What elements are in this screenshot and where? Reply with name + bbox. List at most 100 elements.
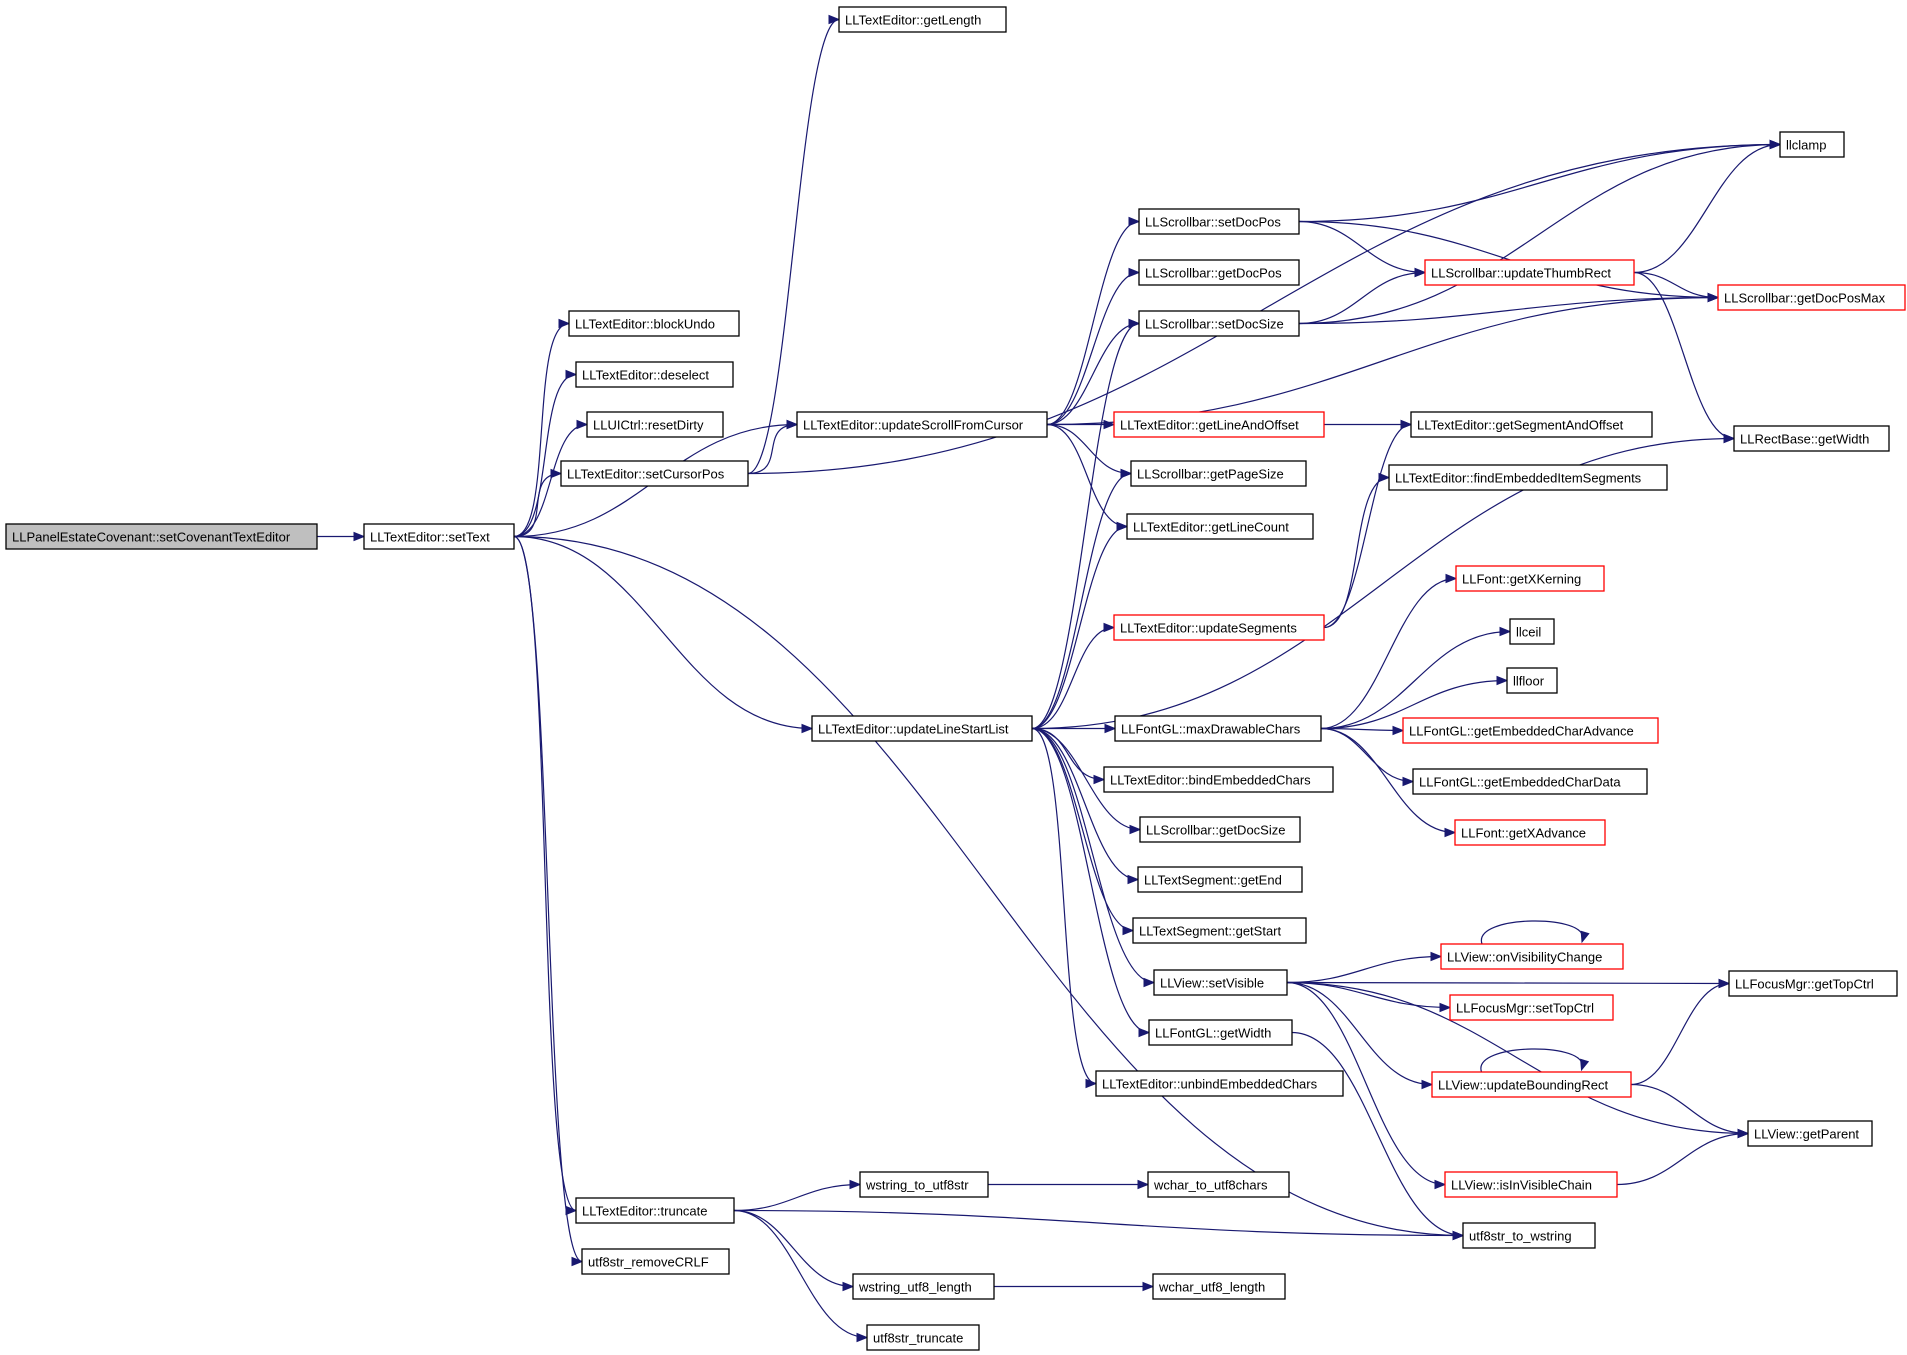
edge-arrowhead xyxy=(565,1205,578,1216)
node-label: llfloor xyxy=(1513,674,1545,689)
node-box xyxy=(796,411,1048,438)
node-box xyxy=(1410,411,1653,438)
edge-line xyxy=(513,322,570,538)
node-seg-get-start[interactable]: LLTextSegment::getStart xyxy=(1132,917,1307,944)
node-get-xadvance[interactable]: LLFont::getXAdvance xyxy=(1454,819,1606,846)
node-llclamp[interactable]: llclamp xyxy=(1779,131,1845,158)
node-reset-dirty[interactable]: LLUICtrl::resetDirty xyxy=(586,411,724,438)
node-find-embedded[interactable]: LLTextEditor::findEmbeddedItemSegments xyxy=(1388,464,1668,491)
edge-arrowhead xyxy=(1439,1002,1452,1013)
edge-line xyxy=(1616,1132,1749,1186)
node-label: wchar_to_utf8chars xyxy=(1153,1178,1268,1193)
edge-update-line-start-to-set-visible xyxy=(1031,727,1156,988)
node-get-length[interactable]: LLTextEditor::getLength xyxy=(838,6,1007,33)
edge-arrowhead xyxy=(1137,1179,1150,1190)
node-remove-crlf[interactable]: utf8str_removeCRLF xyxy=(581,1248,730,1275)
node-block-undo[interactable]: LLTextEditor::blockUndo xyxy=(568,310,740,337)
node-get-doc-size[interactable]: LLScrollbar::getDocSize xyxy=(1139,816,1301,843)
node-set-cursor-pos[interactable]: LLTextEditor::setCursorPos xyxy=(560,460,749,487)
edge-update-line-start-to-rect-get-width xyxy=(1031,433,1736,730)
node-wchar-to-utf8[interactable]: wchar_to_utf8chars xyxy=(1147,1171,1290,1198)
node-box xyxy=(1103,766,1334,793)
node-deselect[interactable]: LLTextEditor::deselect xyxy=(575,361,734,388)
node-set-doc-size[interactable]: LLScrollbar::setDocSize xyxy=(1138,310,1300,337)
node-utf8truncate[interactable]: utf8str_truncate xyxy=(866,1324,980,1351)
node-box xyxy=(1444,1171,1618,1198)
node-root[interactable]: LLPanelEstateCovenant::setCovenantTextEd… xyxy=(5,523,318,550)
node-get-doc-pos[interactable]: LLScrollbar::getDocPos xyxy=(1138,259,1300,286)
edge-line xyxy=(513,535,813,730)
node-label: LLScrollbar::getPageSize xyxy=(1137,467,1284,482)
edge-update-line-start-to-seg-get-start xyxy=(1031,727,1135,936)
edge-arrowhead xyxy=(1103,419,1116,430)
node-wstr-to-utf8[interactable]: wstring_to_utf8str xyxy=(859,1171,989,1198)
node-box xyxy=(838,6,1007,33)
node-label: LLRectBase::getWidth xyxy=(1740,432,1869,447)
node-get-top-ctrl[interactable]: LLFocusMgr::getTopCtrl xyxy=(1728,970,1898,997)
edge-layer xyxy=(316,14,1782,1343)
edge-line xyxy=(1286,981,1451,1009)
edge-line xyxy=(733,1183,861,1212)
node-font-get-width[interactable]: LLFontGL::getWidth xyxy=(1148,1019,1293,1046)
edge-update-line-start-to-bind-embedded xyxy=(1031,727,1106,785)
node-update-bounding[interactable]: LLView::updateBoundingRect xyxy=(1431,1071,1632,1098)
node-update-segments[interactable]: LLTextEditor::updateSegments xyxy=(1113,614,1325,641)
edge-line xyxy=(747,143,1781,475)
node-set-doc-pos[interactable]: LLScrollbar::setDocPos xyxy=(1138,208,1300,235)
node-label: LLFontGL::maxDrawableChars xyxy=(1121,722,1301,737)
node-bind-embedded[interactable]: LLTextEditor::bindEmbeddedChars xyxy=(1103,766,1334,793)
node-llfloor[interactable]: llfloor xyxy=(1506,667,1558,694)
edge-line xyxy=(513,535,577,1212)
edge-set-text-to-truncate xyxy=(513,535,578,1216)
edge-line xyxy=(1298,143,1781,223)
node-wstr-utf8len[interactable]: wstring_utf8_length xyxy=(852,1273,995,1300)
node-get-page-size[interactable]: LLScrollbar::getPageSize xyxy=(1130,460,1307,487)
node-get-line-and-offset[interactable]: LLTextEditor::getLineAndOffset xyxy=(1113,411,1325,438)
edge-arrowhead xyxy=(1085,1078,1098,1089)
edge-line xyxy=(733,1209,868,1339)
node-get-line-count[interactable]: LLTextEditor::getLineCount xyxy=(1126,513,1314,540)
edge-line xyxy=(1320,630,1511,730)
node-box xyxy=(575,1197,735,1224)
node-box xyxy=(1138,208,1300,235)
node-get-segment-and-offset[interactable]: LLTextEditor::getSegmentAndOffset xyxy=(1410,411,1653,438)
edge-truncate-to-wstr-utf8len xyxy=(733,1209,855,1292)
node-get-emb-data[interactable]: LLFontGL::getEmbeddedCharData xyxy=(1412,768,1648,795)
node-rect-get-width[interactable]: LLRectBase::getWidth xyxy=(1733,425,1890,452)
edge-line xyxy=(747,423,798,475)
node-update-line-start[interactable]: LLTextEditor::updateLineStartList xyxy=(811,715,1033,742)
node-update-thumb[interactable]: LLScrollbar::updateThumbRect xyxy=(1424,259,1635,286)
node-box xyxy=(1114,715,1322,742)
node-set-visible[interactable]: LLView::setVisible xyxy=(1153,969,1288,996)
node-wchar-utf8len[interactable]: wchar_utf8_length xyxy=(1152,1273,1286,1300)
node-llceil[interactable]: llceil xyxy=(1509,618,1555,645)
node-on-vis-change[interactable]: LLView::onVisibilityChange xyxy=(1440,943,1624,970)
node-box xyxy=(1747,1120,1873,1147)
node-truncate[interactable]: LLTextEditor::truncate xyxy=(575,1197,735,1224)
edge-line xyxy=(1630,1083,1749,1135)
node-get-doc-pos-max[interactable]: LLScrollbar::getDocPosMax xyxy=(1717,284,1906,311)
edge-line xyxy=(1031,626,1115,730)
node-update-scroll[interactable]: LLTextEditor::updateScrollFromCursor xyxy=(796,411,1048,438)
edge-line xyxy=(1046,220,1140,426)
node-set-top-ctrl[interactable]: LLFocusMgr::setTopCtrl xyxy=(1449,994,1614,1021)
node-utf8to-wstr[interactable]: utf8str_to_wstring xyxy=(1462,1222,1596,1249)
node-set-text[interactable]: LLTextEditor::setText xyxy=(363,523,515,550)
node-label: LLTextEditor::updateScrollFromCursor xyxy=(803,418,1024,433)
node-get-xkerning[interactable]: LLFont::getXKerning xyxy=(1455,565,1605,592)
edge-line xyxy=(1031,727,1150,1034)
edge-font-get-width-to-utf8to-wstr xyxy=(1291,1031,1465,1241)
node-label: LLFontGL::getEmbeddedCharData xyxy=(1419,775,1621,790)
node-label: LLTextEditor::deselect xyxy=(582,368,709,383)
node-max-drawable[interactable]: LLFontGL::maxDrawableChars xyxy=(1114,715,1322,742)
edge-line xyxy=(733,1209,854,1288)
node-get-emb-advance[interactable]: LLFontGL::getEmbeddedCharAdvance xyxy=(1402,717,1659,744)
node-box xyxy=(1412,768,1648,795)
node-get-parent[interactable]: LLView::getParent xyxy=(1747,1120,1873,1147)
edge-line xyxy=(513,535,1464,1237)
node-seg-get-end[interactable]: LLTextSegment::getEnd xyxy=(1137,866,1303,893)
node-box xyxy=(586,411,724,438)
node-is-in-visible-chain[interactable]: LLView::isInVisibleChain xyxy=(1444,1171,1618,1198)
node-unbind-embedded[interactable]: LLTextEditor::unbindEmbeddedChars xyxy=(1095,1070,1344,1097)
node-layer: LLPanelEstateCovenant::setCovenantTextEd… xyxy=(5,6,1906,1351)
